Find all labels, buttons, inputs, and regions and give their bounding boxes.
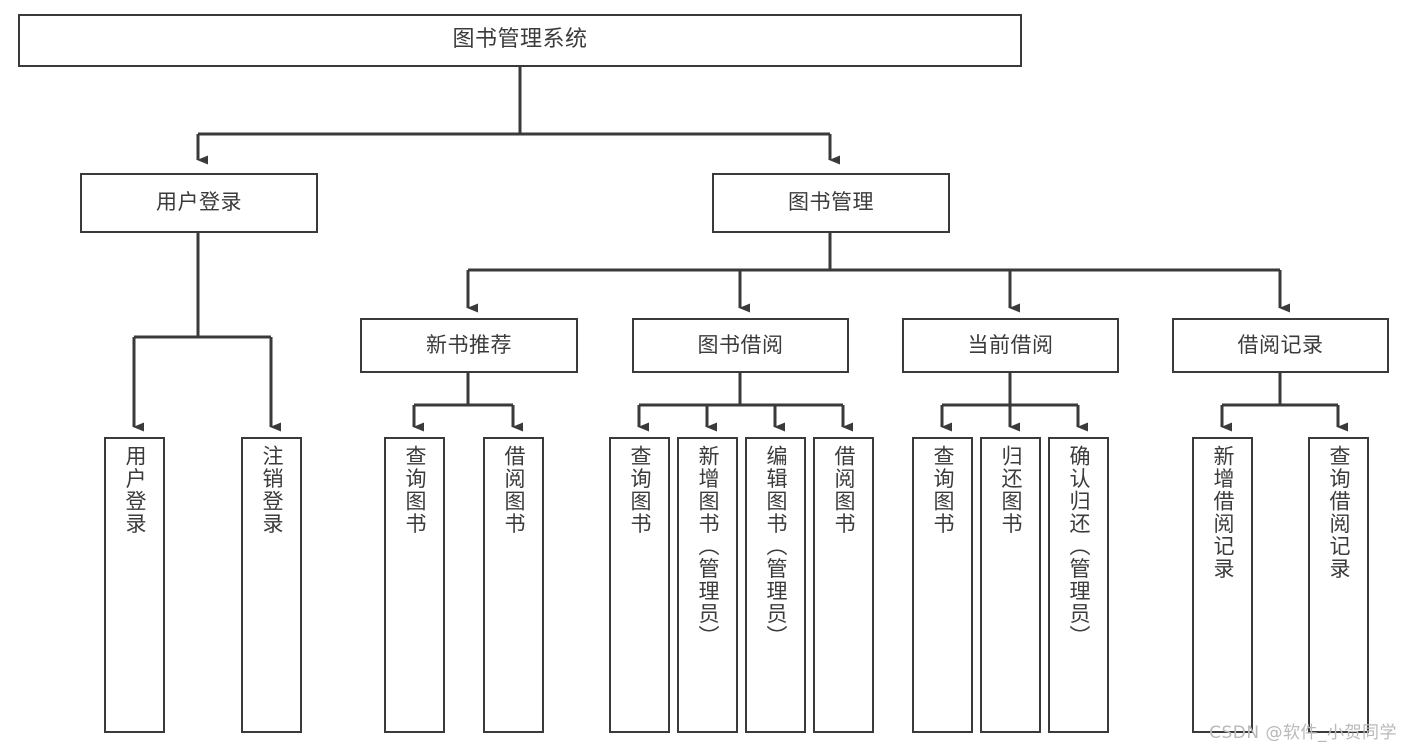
node-leaf-borrow-book-1[interactable]: 借阅图书 [483,437,544,733]
node-leaf-edit-book-admin[interactable]: 编辑图书（管理员） [745,437,806,733]
node-user-login[interactable]: 用户登录 [80,173,318,233]
node-leaf-add-borrow-record[interactable]: 新增借阅记录 [1192,437,1253,733]
node-label: 新增借阅记录 [1210,445,1235,580]
node-label: 查询图书 [627,445,652,535]
node-leaf-query-book-2[interactable]: 查询图书 [609,437,670,733]
node-current-borrow[interactable]: 当前借阅 [902,318,1119,373]
node-book-borrow[interactable]: 图书借阅 [632,318,849,373]
node-book-management[interactable]: 图书管理 [712,173,950,233]
node-label: 查询借阅记录 [1326,445,1351,580]
node-new-book-recommend[interactable]: 新书推荐 [360,318,578,373]
node-label: 查询图书 [930,445,955,535]
node-label: 借阅图书 [501,445,526,535]
node-label: 新增图书（管理员） [695,445,720,648]
node-label: 确认归还（管理员） [1066,445,1091,648]
node-label: 编辑图书（管理员） [763,445,788,648]
node-label: 查询图书 [402,445,427,535]
node-label: 借阅记录 [1237,332,1324,357]
node-label: 注销登录 [259,445,284,535]
node-leaf-query-book-3[interactable]: 查询图书 [912,437,973,733]
node-label: 图书借阅 [697,332,784,357]
node-root-system[interactable]: 图书管理系统 [18,14,1022,67]
node-label: 用户登录 [122,445,147,535]
node-borrow-record[interactable]: 借阅记录 [1172,318,1389,373]
node-leaf-confirm-return-admin[interactable]: 确认归还（管理员） [1048,437,1109,733]
node-leaf-query-book-1[interactable]: 查询图书 [384,437,445,733]
node-label: 新书推荐 [426,332,512,357]
node-leaf-query-borrow-record[interactable]: 查询借阅记录 [1308,437,1369,733]
node-label: 当前借阅 [967,332,1054,357]
node-label: 借阅图书 [831,445,856,535]
node-label: 用户登录 [156,190,242,215]
node-leaf-add-book-admin[interactable]: 新增图书（管理员） [677,437,738,733]
node-label: 归还图书 [998,445,1023,535]
node-leaf-logout-login[interactable]: 注销登录 [241,437,302,733]
node-leaf-user-login[interactable]: 用户登录 [104,437,165,733]
csdn-watermark: CSDN @软件_小贺同学 [1209,723,1397,743]
node-leaf-borrow-book-2[interactable]: 借阅图书 [813,437,874,733]
node-leaf-return-book[interactable]: 归还图书 [980,437,1041,733]
node-label: 图书管理系统 [452,27,588,53]
node-label: 图书管理 [788,190,874,215]
